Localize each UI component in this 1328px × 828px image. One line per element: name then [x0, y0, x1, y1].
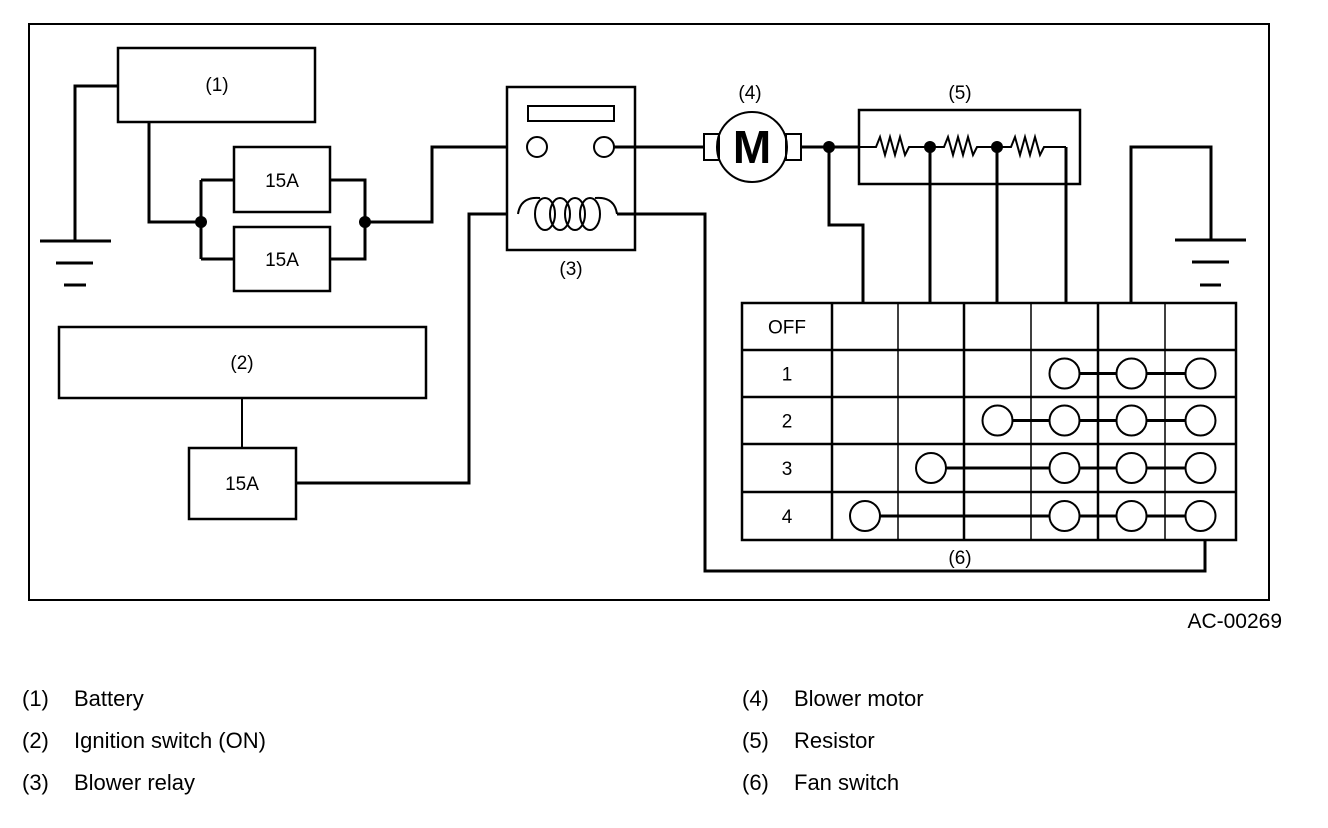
fan-contact-circle	[1115, 357, 1148, 390]
ignition-switch-label: (2)	[230, 353, 253, 374]
ground-icon-right	[1175, 238, 1246, 287]
relay-fanswitch-wire	[617, 212, 1207, 573]
relay-terminal	[526, 136, 548, 158]
fuse-2-label: 15A	[265, 250, 299, 271]
blower-relay-label: (3)	[559, 259, 582, 280]
resistor-icon	[859, 133, 1066, 159]
ignition-switch-box	[57, 325, 428, 400]
battery-fuse-wire	[147, 122, 201, 224]
fan-switch-label: (6)	[948, 548, 971, 569]
fan-row-label: 2	[782, 412, 793, 433]
fan-table-border	[740, 301, 1238, 542]
fan-contact-circle	[981, 404, 1014, 437]
fan-contact-circle	[1048, 357, 1081, 390]
blower-relay-box	[505, 85, 637, 252]
fuse-1-label: 15A	[265, 171, 299, 192]
fuse-3	[187, 446, 298, 521]
fan-contact-circle	[1048, 452, 1081, 484]
fuse-1	[232, 145, 332, 214]
relay-contact-bar	[527, 105, 615, 122]
legend-item: (3)Blower relay	[22, 770, 196, 795]
fan-contact-circle	[1115, 452, 1148, 484]
fan-row-label: 1	[782, 365, 793, 386]
fan-contact-circle	[1048, 500, 1081, 532]
fan-contact-circle	[1115, 500, 1148, 532]
battery-ground-wire	[73, 84, 118, 241]
blower-motor-icon	[716, 111, 788, 183]
blower-motor-label: (4)	[738, 83, 761, 104]
legend-item: (6)Fan switch	[742, 770, 900, 795]
fan-row-label: OFF	[768, 318, 806, 339]
fan-row-label: 4	[782, 507, 793, 528]
fuse-relay-wire	[365, 145, 525, 224]
battery-box	[116, 46, 317, 124]
motor-symbol: M	[733, 121, 771, 173]
fan-contact-circle	[849, 500, 881, 532]
diagram-code: AC-00269	[1187, 610, 1282, 633]
legend-right: (4)Blower motor (5)Resistor (6)Fan switc…	[742, 678, 924, 804]
fan-contact-circle	[1184, 404, 1217, 437]
legend-item: (2)Ignition switch (ON)	[22, 728, 266, 753]
legend-item: (1)Battery	[22, 686, 144, 711]
ignition-relay-wire	[296, 212, 518, 485]
fan-contact-circle	[1184, 452, 1217, 484]
fan-contact-circle	[915, 452, 947, 484]
fuse-3-label: 15A	[225, 474, 259, 495]
fan-switch-table: OFF 1 2 3 4	[740, 301, 1238, 542]
fan-contact-circle	[1115, 404, 1148, 437]
fan-row-label: 3	[782, 459, 793, 480]
fan-contact-circle	[1184, 500, 1217, 532]
fan-contact-circle	[1184, 357, 1217, 390]
junction-dot	[195, 216, 207, 228]
fuse-2	[232, 225, 332, 293]
legend-item: (4)Blower motor	[742, 686, 924, 711]
ground-icon-left	[40, 239, 111, 287]
legend-left: (1)Battery (2)Ignition switch (ON) (3)Bl…	[22, 678, 266, 804]
legend-item: (5)Resistor	[742, 728, 875, 753]
resistor-label: (5)	[948, 83, 971, 104]
battery-label: (1)	[205, 75, 228, 96]
diagram-frame	[28, 23, 1270, 601]
fan-contact-circle	[1048, 404, 1081, 437]
relay-coil-icon	[517, 196, 618, 231]
